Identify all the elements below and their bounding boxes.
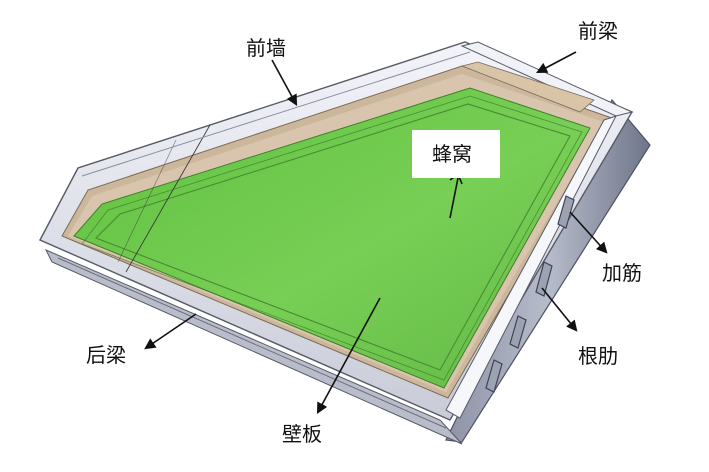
label-wall-panel: 壁板 <box>282 422 322 446</box>
label-front-wall: 前墙 <box>246 36 286 60</box>
arrow-root-rib <box>541 287 578 332</box>
front-wall-rim <box>81 51 471 177</box>
label-front-beam: 前梁 <box>578 19 618 43</box>
corner-piece <box>460 61 595 113</box>
label-root-rib: 根肋 <box>578 344 618 368</box>
label-rear-beam: 后梁 <box>86 343 126 367</box>
panel-division-line-1 <box>125 124 211 273</box>
arrow-front-wall <box>271 59 298 106</box>
labels: 前墙 前梁 蜂窝 加筋 根肋 后梁 壁板 <box>86 19 642 446</box>
arrow-front-beam <box>536 51 577 74</box>
wing-box-structure <box>39 41 651 445</box>
label-honeycomb-box <box>412 130 500 178</box>
panel-edge-band <box>81 95 583 381</box>
arrow-wall-panel <box>316 297 381 414</box>
arrow-honeycomb <box>449 177 459 219</box>
arrow-stiffener <box>569 211 608 254</box>
arrow-rear-beam <box>144 313 197 350</box>
honeycomb-border <box>95 103 571 371</box>
label-stiffener: 加筋 <box>602 261 642 285</box>
leader-arrows <box>144 51 608 414</box>
panel-division-line-2 <box>117 139 177 263</box>
stiffeners <box>485 195 575 393</box>
stiffener <box>535 261 553 297</box>
stiffener <box>485 359 503 393</box>
stiffener <box>509 315 527 349</box>
rear-beam-rim <box>57 257 447 429</box>
root-rib-strip <box>445 115 618 419</box>
label-honeycomb: 蜂窝 <box>432 142 472 166</box>
stiffener <box>557 195 575 229</box>
